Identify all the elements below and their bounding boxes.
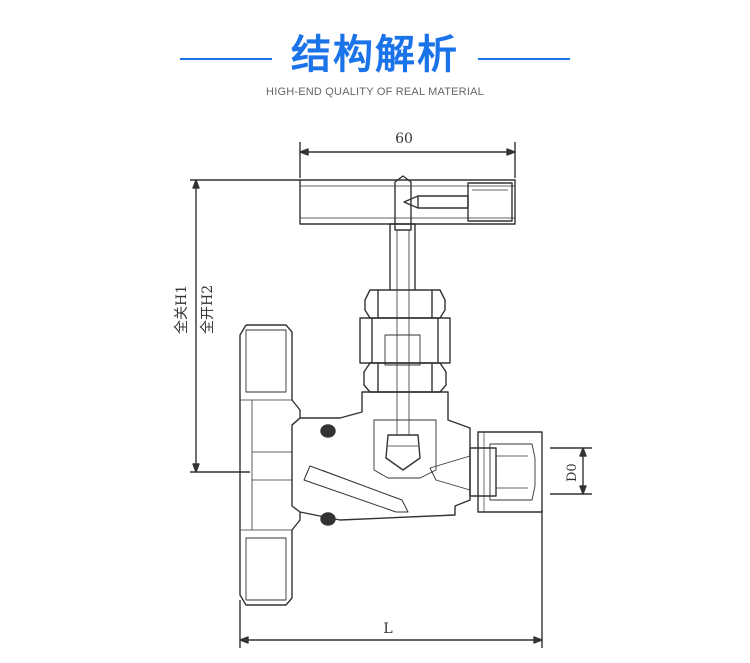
section-subtitle: HIGH-END QUALITY OF REAL MATERIAL — [266, 86, 484, 98]
dim-port-label: D0 — [565, 463, 580, 482]
dim-60: 60 — [299, 131, 516, 178]
dim-width-label: 60 — [395, 131, 413, 147]
section-header: 结构解析 HIGH-END QUALITY OF REAL MATERIAL — [0, 0, 750, 110]
handle — [299, 179, 516, 225]
dim-height-1-label: 全关H1 — [173, 285, 190, 334]
dim-height-2-label: 全开H2 — [199, 285, 216, 334]
valve-body — [291, 391, 471, 526]
valve-schematic: 60 全关H1 全开H2 L D0 — [173, 131, 592, 648]
dim-port: D0 — [550, 447, 592, 495]
section-title: 结构解析 — [291, 32, 459, 78]
dim-length: L — [239, 510, 543, 648]
title-rule-left — [180, 58, 272, 60]
title-rule-right — [478, 58, 570, 60]
bonnet — [359, 289, 451, 393]
stem — [389, 175, 416, 435]
valve-drawing: 60 全关H1 全开H2 L D0 — [0, 110, 750, 658]
dim-length-label: L — [383, 621, 392, 637]
dim-height: 全关H1 全开H2 — [173, 179, 300, 473]
left-flange — [239, 324, 301, 606]
outlet-fitting — [429, 431, 543, 513]
